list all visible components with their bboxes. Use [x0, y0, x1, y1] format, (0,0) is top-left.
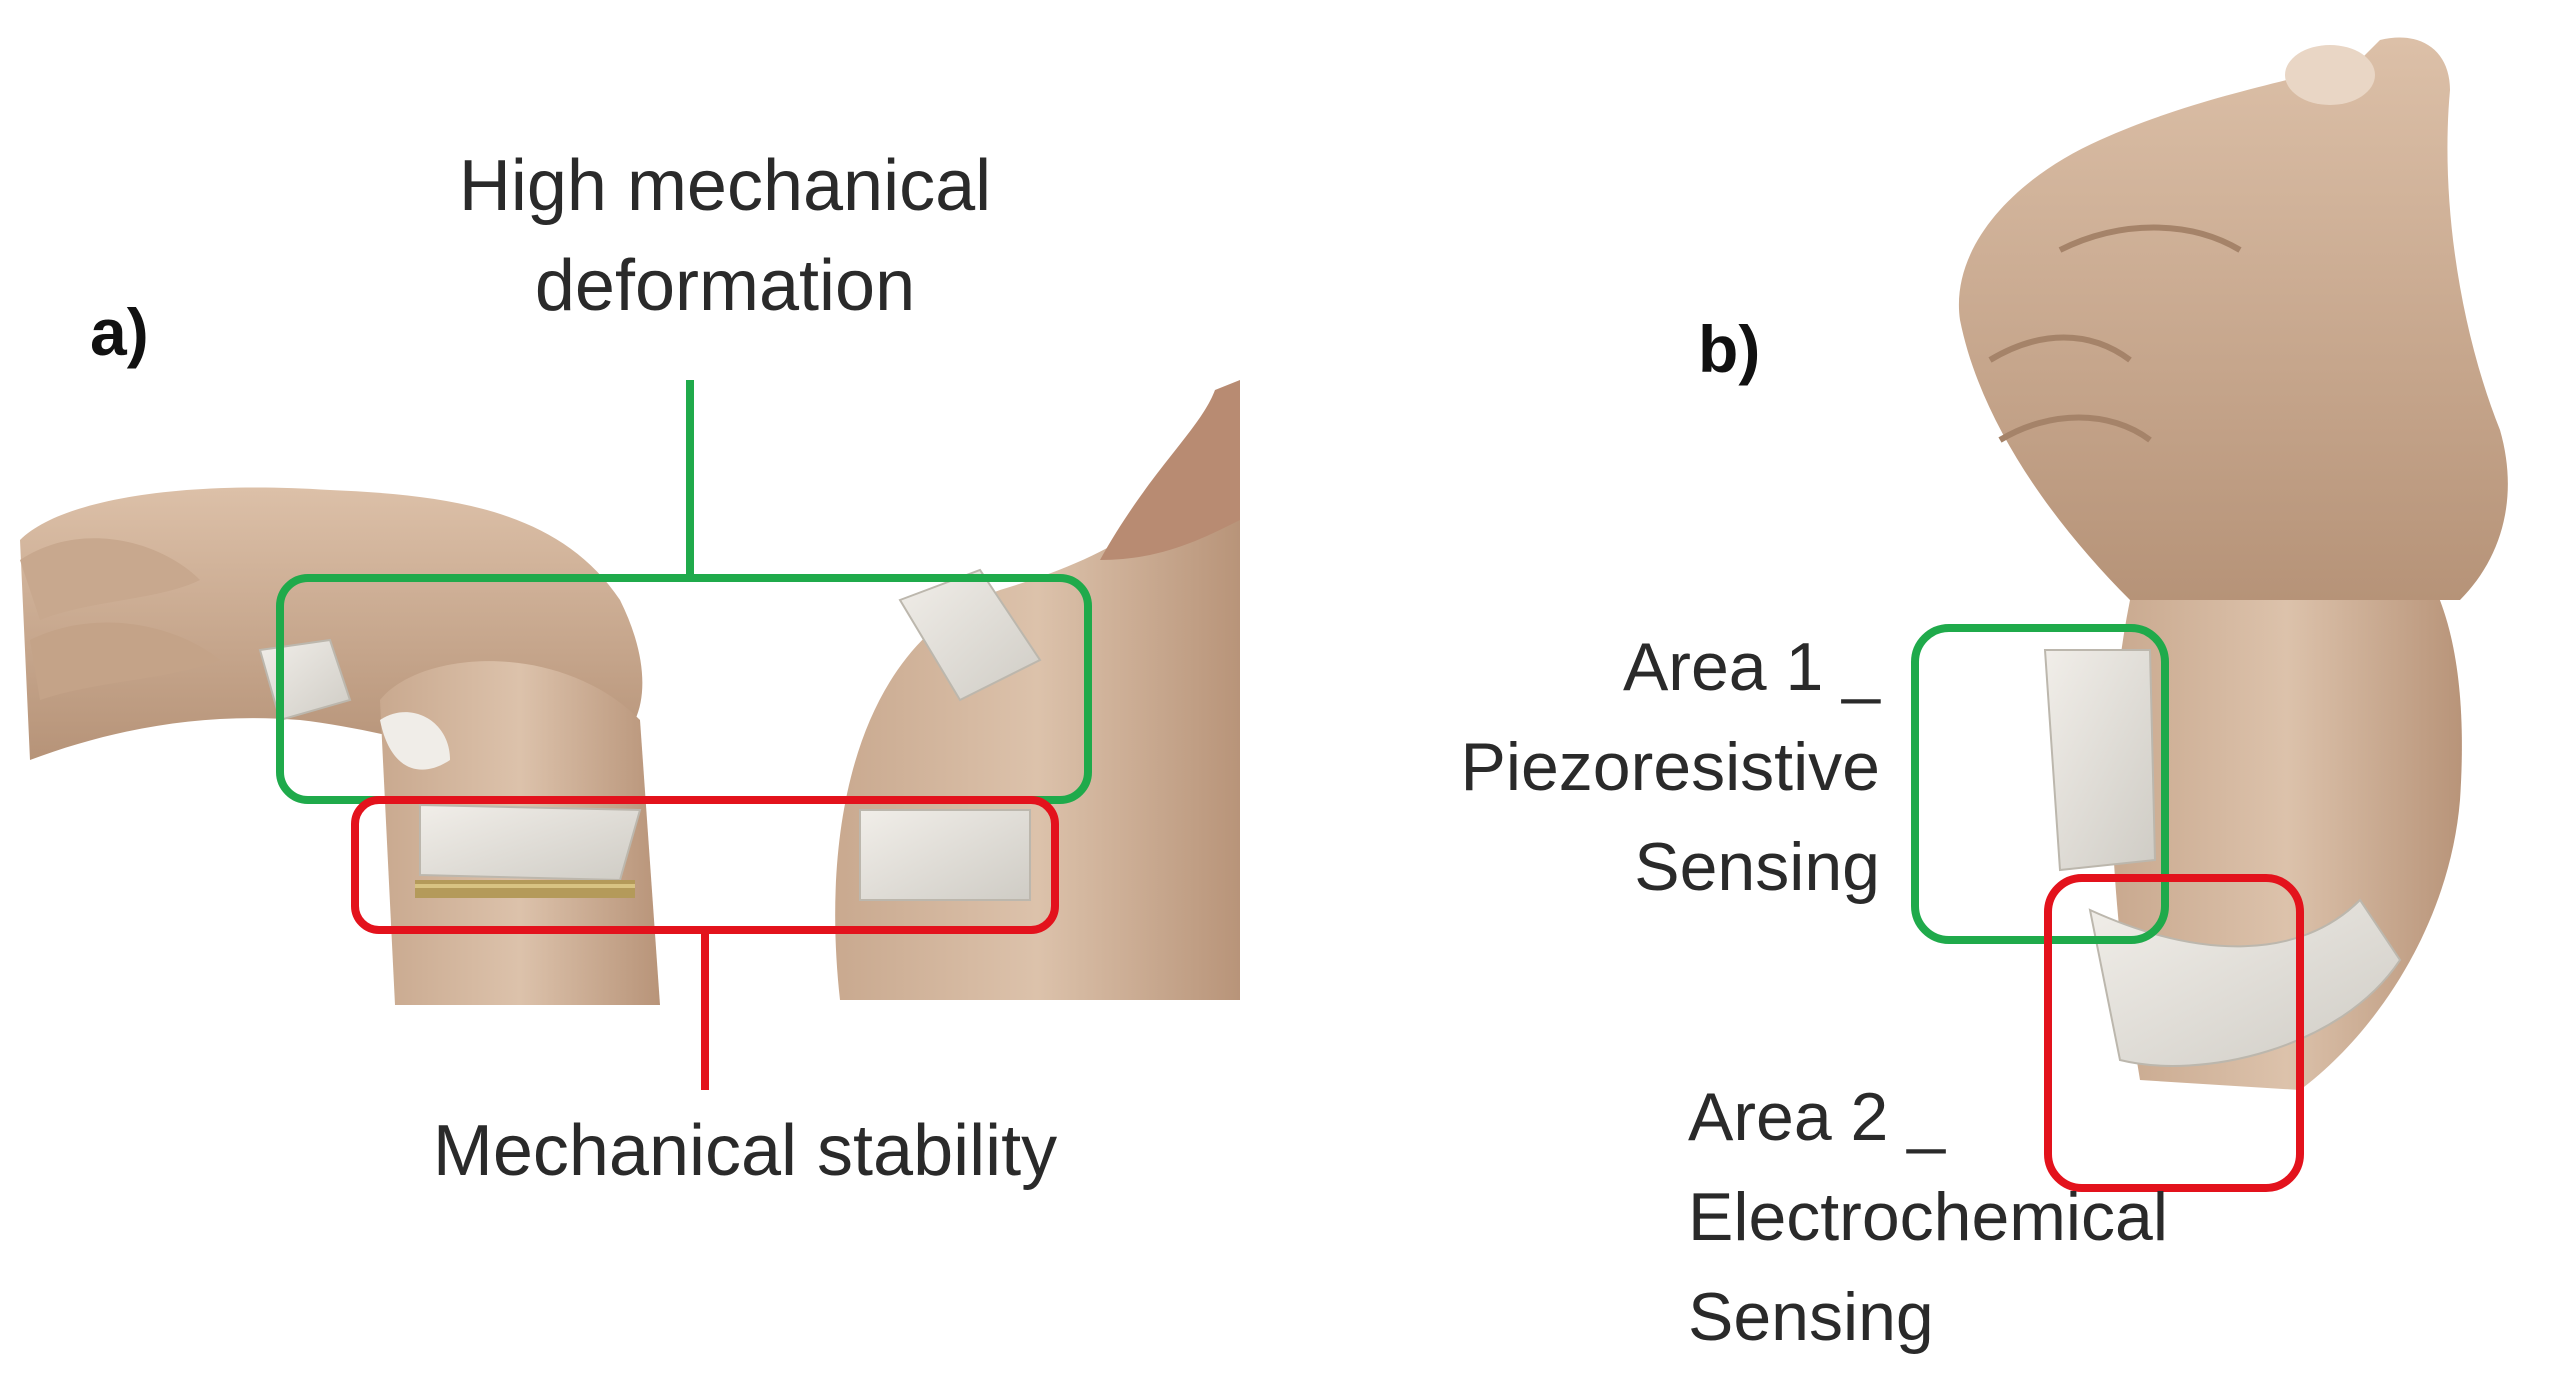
- deformation-label-line1: High mechanical: [459, 146, 991, 226]
- area1-highlight-box: [1911, 624, 2169, 944]
- panel-b-letter: b): [1698, 312, 1760, 386]
- deformation-label-line2: deformation: [535, 246, 915, 326]
- stability-label: Mechanical stability: [433, 1111, 1057, 1191]
- area2-label-line2: Electrochemical: [1688, 1179, 2168, 1255]
- panel-a-letter: a): [90, 295, 149, 369]
- panel-a-photo: [20, 380, 1240, 1005]
- area2-label-line3: Sensing: [1688, 1279, 1934, 1355]
- area2-label-line1: Area 2 _: [1688, 1079, 1946, 1155]
- area2-highlight-box: [2044, 874, 2304, 1192]
- area1-label-line3: Sensing: [1634, 829, 1880, 905]
- area1-label-line1: Area 1 _: [1623, 629, 1881, 705]
- area1-label-line2: Piezoresistive: [1461, 729, 1881, 805]
- panel-b-photo: [1958, 37, 2508, 1090]
